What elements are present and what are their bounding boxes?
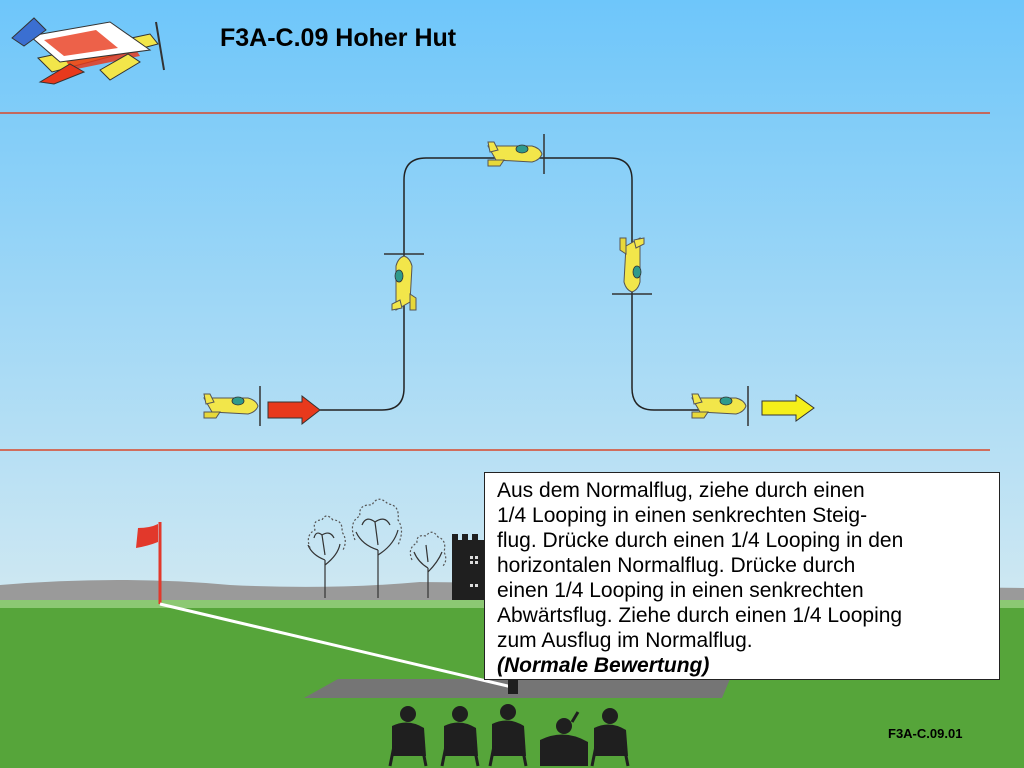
judge-icon [388,706,428,767]
description-line: horizontalen Normalflug. Drücke durch [497,554,856,577]
flag-icon [136,522,162,604]
description-line: flug. Drücke durch einen 1/4 Looping in … [497,529,904,552]
aerobatic-plane-logo-icon [11,17,165,85]
entry-arrow-icon [267,394,321,426]
judges-group [388,704,630,767]
maneuver-description-box: Aus dem Normalflug, ziehe durch einen 1/… [484,472,1000,680]
judge-icon [540,711,588,766]
description-line: Abwärtsflug. Ziehe durch einen 1/4 Loopi… [497,604,903,627]
description-line: zum Ausflug im Normalflug. [497,629,753,652]
description-line: einen 1/4 Looping in einen senkrechten [497,579,864,602]
judge-icon [488,704,528,767]
tower-icon [452,534,486,604]
judge-icon [590,708,630,767]
page-title: F3A-C.09 Hoher Hut [220,24,457,52]
judge-sight-line [159,602,517,690]
figure-id: F3A-C.09.01 [888,726,963,741]
tree-icon [409,531,447,598]
judge-icon [440,706,480,767]
description-line: Aus dem Normalflug, ziehe durch einen [497,479,865,502]
pilot-icon [508,672,518,694]
tree-icon [307,515,346,598]
tree-icon [351,498,403,598]
description-line: 1/4 Looping in einen senkrechten Steig- [497,504,868,527]
exit-arrow-icon [761,394,815,422]
scoring-note: (Normale Bewertung) [497,654,710,677]
